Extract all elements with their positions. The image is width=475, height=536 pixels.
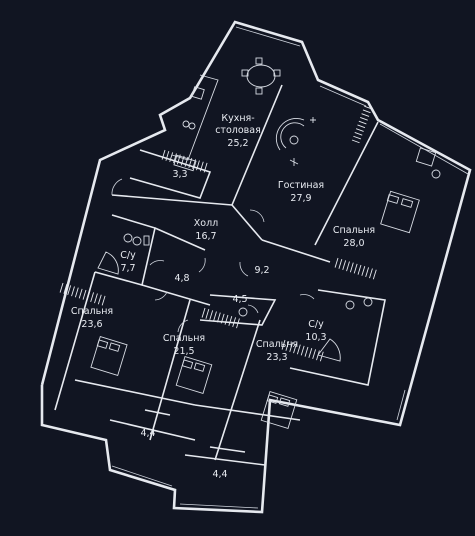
svg-text:9,2: 9,2 bbox=[254, 265, 269, 276]
svg-text:4,5: 4,5 bbox=[232, 294, 247, 305]
svg-text:Спальня: Спальня bbox=[163, 333, 205, 344]
svg-text:21,5: 21,5 bbox=[173, 346, 194, 357]
svg-text:23,6: 23,6 bbox=[81, 319, 102, 330]
room-label-pantry: 3,3 bbox=[172, 169, 187, 180]
svg-text:4,8: 4,8 bbox=[174, 273, 189, 284]
svg-text:25,2: 25,2 bbox=[227, 138, 248, 149]
bed-icon bbox=[175, 356, 213, 394]
svg-text:Спальня: Спальня bbox=[256, 339, 298, 350]
bed-icon bbox=[380, 190, 420, 234]
svg-text:С/у: С/у bbox=[308, 319, 324, 330]
dining-table-icon bbox=[241, 57, 281, 95]
svg-text:10,3: 10,3 bbox=[305, 332, 326, 343]
svg-text:3,3: 3,3 bbox=[172, 169, 187, 180]
room-label-bedroom-left: Спальня 23,6 bbox=[71, 306, 113, 330]
room-label-kitchen: Кухня- столовая 25,2 bbox=[215, 113, 261, 149]
svg-text:16,7: 16,7 bbox=[195, 231, 216, 242]
bathtub-icon bbox=[97, 251, 341, 362]
svg-text:Холл: Холл bbox=[194, 218, 218, 229]
svg-text:27,9: 27,9 bbox=[290, 193, 311, 204]
svg-text:23,3: 23,3 bbox=[266, 352, 287, 363]
room-label-wc: 4,5 bbox=[232, 294, 247, 305]
svg-text:столовая: столовая bbox=[215, 125, 261, 136]
kitchen-counter-icon bbox=[171, 74, 219, 161]
svg-text:С/у: С/у bbox=[120, 250, 136, 261]
room-label-corridor-left: 4,8 bbox=[174, 273, 189, 284]
room-label-bedroom-master: Спальня 28,0 bbox=[333, 225, 375, 249]
outer-walls bbox=[40, 20, 472, 514]
svg-text:4,4: 4,4 bbox=[140, 428, 155, 439]
room-label-corridor-right: 9,2 bbox=[254, 265, 269, 276]
furniture bbox=[90, 57, 441, 453]
bed-icon bbox=[260, 391, 298, 429]
sink-icon bbox=[123, 233, 373, 317]
svg-text:7,7: 7,7 bbox=[120, 263, 135, 274]
doors bbox=[111, 178, 315, 333]
room-label-bedroom-middle: Спальня 21,5 bbox=[163, 333, 205, 357]
svg-text:28,0: 28,0 bbox=[343, 238, 364, 249]
room-label-balcony-right: 4,4 bbox=[212, 469, 227, 480]
room-label-living: Гостиная 27,9 bbox=[278, 180, 324, 204]
svg-text:Гостиная: Гостиная bbox=[278, 180, 324, 191]
interior-walls bbox=[54, 84, 386, 466]
sofa-icon bbox=[275, 117, 316, 166]
room-label-hall: Холл 16,7 bbox=[194, 218, 218, 242]
svg-text:4,4: 4,4 bbox=[212, 469, 227, 480]
room-label-balcony-left: 4,4 bbox=[140, 428, 155, 439]
wardrobes bbox=[59, 105, 377, 362]
armchair-icon bbox=[415, 147, 441, 179]
svg-text:Спальня: Спальня bbox=[333, 225, 375, 236]
room-labels: Кухня- столовая 25,2 3,3 Гостиная 27,9 Х… bbox=[71, 113, 375, 480]
bed-icon bbox=[90, 336, 128, 376]
room-label-bedroom-right: Спальня 23,3 bbox=[256, 339, 298, 363]
svg-text:Кухня-: Кухня- bbox=[221, 113, 254, 124]
room-label-bath-left: С/у 7,7 bbox=[120, 250, 136, 274]
pantry-shelf-icon bbox=[173, 154, 197, 172]
room-label-bath-right: С/у 10,3 bbox=[305, 319, 326, 343]
svg-text:Спальня: Спальня bbox=[71, 306, 113, 317]
